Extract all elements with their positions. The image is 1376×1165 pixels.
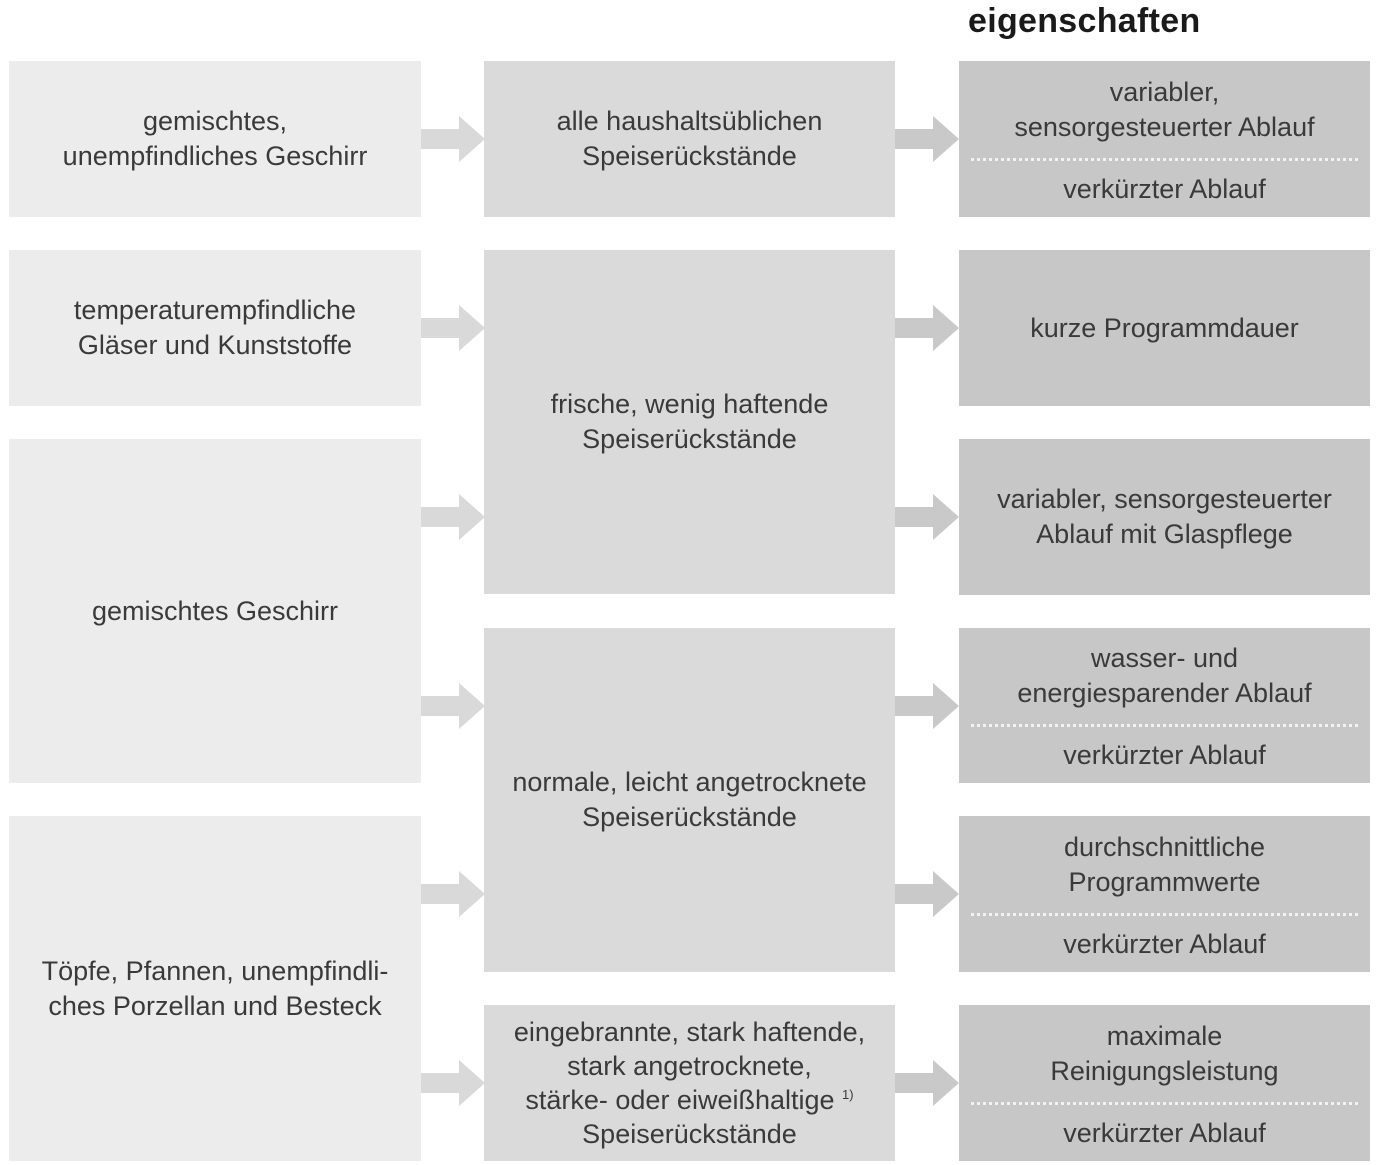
property-line: variabler,	[1109, 76, 1220, 107]
property-line: durchschnittliche	[1063, 831, 1266, 862]
property-line: energiesparender Ablauf	[1017, 678, 1312, 708]
soiling-line: alle haushaltsüblichen	[556, 106, 823, 136]
soiling-box-fresh: frische, wenig haftende Speiserückstände	[484, 250, 895, 594]
column-header-eigenschaften: eigenschaften	[968, 2, 1201, 40]
arrow-right-icon	[421, 116, 485, 162]
property-line: Programmwerte	[1068, 866, 1261, 897]
property-box-average: durchschnittliche Programmwerte verkürzt…	[959, 816, 1370, 972]
category-box-mixed-robust: gemischtes, unempfindliches Geschirr	[9, 61, 421, 217]
category-line: gemischtes,	[142, 106, 288, 136]
property-shortened-label: verkürzter Ablauf	[1063, 928, 1266, 959]
property-shortened-label: verkürzter Ablauf	[1063, 173, 1266, 204]
property-shortened-label: verkürzter Ablauf	[1063, 739, 1266, 770]
category-box-mixed: gemischtes Geschirr	[9, 439, 421, 783]
arrow-right-icon	[895, 871, 959, 917]
property-shortened-label: verkürzter Ablauf	[1063, 1117, 1266, 1148]
soiling-box-burnt-on: eingebrannte, stark haftende, stark ange…	[484, 1005, 895, 1161]
property-line: Reinigungsleistung	[1050, 1055, 1279, 1086]
soiling-line: stark angetrocknete,	[567, 1051, 812, 1081]
category-line: Töpfe, Pfannen, unempfindli-	[41, 955, 389, 986]
soiling-box-all-household: alle haushaltsüblichen Speiserückstände	[484, 61, 895, 217]
soiling-line: Speiserückstände	[582, 1119, 797, 1149]
category-line: ches Porzellan und Besteck	[48, 990, 382, 1021]
arrow-right-icon	[895, 683, 959, 729]
arrow-right-icon	[895, 494, 959, 540]
property-box-max-cleaning: maximale Reinigungsleistung verkürzter A…	[959, 1005, 1370, 1161]
dotted-divider	[971, 158, 1358, 161]
property-line: kurze Programmdauer	[1030, 312, 1299, 343]
property-line: maximale	[1106, 1020, 1223, 1051]
category-line: temperaturempfindliche	[73, 295, 357, 325]
dotted-divider	[971, 1102, 1358, 1105]
category-box-temperature-sensitive: temperaturempfindliche Gläser und Kunsts…	[9, 250, 421, 406]
property-box-short-duration: kurze Programmdauer	[959, 250, 1370, 406]
arrow-right-icon	[421, 1060, 485, 1106]
dotted-divider	[971, 724, 1358, 727]
arrow-right-icon	[421, 305, 485, 351]
soiling-line-text: stärke- oder eiweißhaltige	[525, 1085, 835, 1115]
category-box-pots-pans: Töpfe, Pfannen, unempfindli- ches Porzel…	[9, 816, 421, 1161]
arrow-right-icon	[421, 683, 485, 729]
category-line: gemischtes Geschirr	[91, 595, 339, 626]
arrow-right-icon	[421, 871, 485, 917]
arrow-right-icon	[895, 1060, 959, 1106]
category-line: Gläser und Kunststoffe	[77, 330, 353, 360]
soiling-line: normale, leicht angetrocknete	[512, 767, 867, 797]
property-line: sensorgesteuerter Ablauf	[1014, 111, 1315, 142]
soiling-line: Speiserückstände	[582, 141, 797, 171]
arrow-right-icon	[421, 494, 485, 540]
soiling-box-normal: normale, leicht angetrocknete Speiserück…	[484, 628, 895, 972]
property-line: wasser- und	[1090, 643, 1239, 673]
arrow-right-icon	[895, 116, 959, 162]
category-line: unempfindliches Geschirr	[62, 141, 368, 171]
property-line: Ablauf mit Glaspflege	[1036, 519, 1293, 549]
soiling-line: Speiserückstände	[582, 424, 797, 454]
soiling-line: frische, wenig haftende	[550, 389, 829, 419]
property-box-sensor-controlled: variabler, sensorgesteuerter Ablauf verk…	[959, 61, 1370, 217]
arrow-right-icon	[895, 305, 959, 351]
footnote-marker: 1)	[842, 1087, 854, 1102]
soiling-line: stärke- oder eiweißhaltige 1)	[525, 1083, 853, 1117]
property-line: variabler, sensorgesteuerter	[997, 484, 1332, 514]
property-box-eco: wasser- und energiesparender Ablauf verk…	[959, 628, 1370, 783]
dotted-divider	[971, 913, 1358, 916]
property-box-glass-care: variabler, sensorgesteuerter Ablauf mit …	[959, 439, 1370, 595]
soiling-line: Speiserückstände	[582, 802, 797, 832]
soiling-line: eingebrannte, stark haftende,	[513, 1017, 866, 1047]
